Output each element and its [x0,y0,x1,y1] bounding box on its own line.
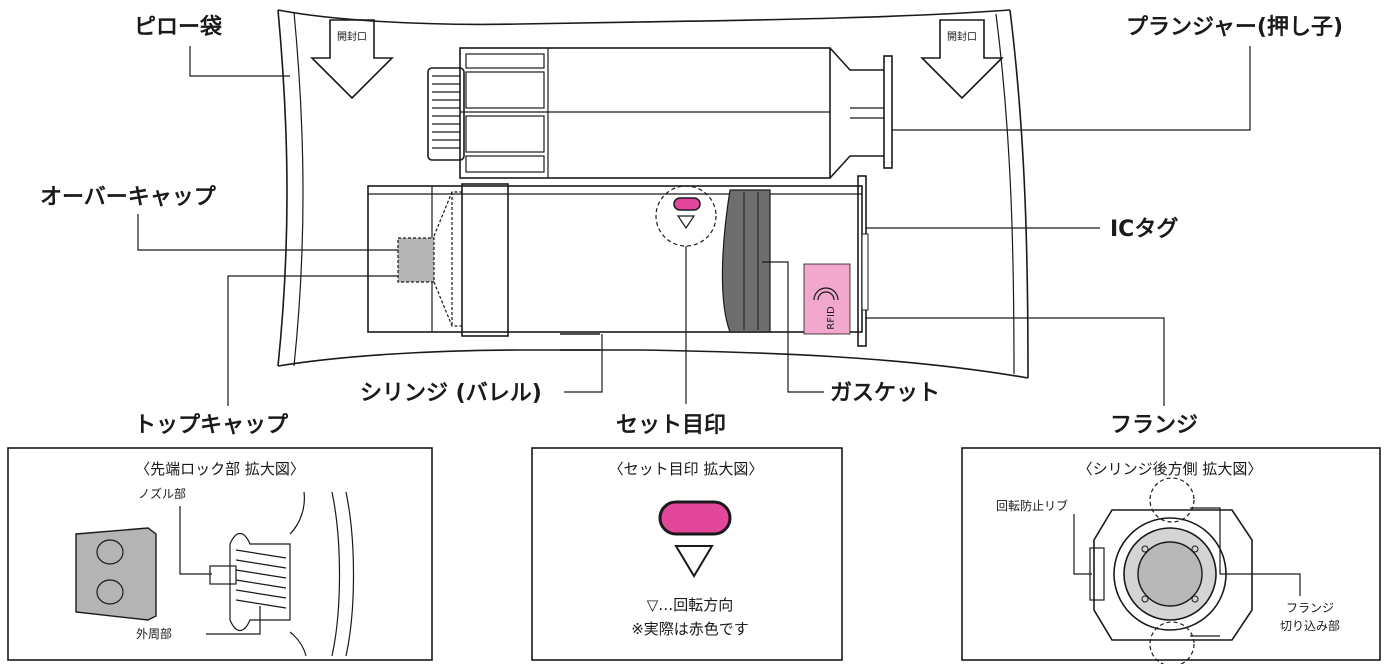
svg-text:※実際は赤色です: ※実際は赤色です [631,620,749,638]
svg-text:〈シリンジ後方側 拡大図〉: 〈シリンジ後方側 拡大図〉 [1078,460,1263,478]
label-gasket: ガスケット [830,381,940,406]
svg-text:外周部: 外周部 [136,626,172,641]
svg-text:フランジ: フランジ [1286,601,1334,615]
label-top-cap: トップキャップ [134,413,289,438]
set-mark [655,185,717,247]
panel-tip-lock: 〈先端ロック部 拡大図〉 ノズル部 外周部 [7,447,433,661]
label-ic-tag: ICタグ [1110,216,1178,242]
svg-text:ノズル部: ノズル部 [138,486,186,501]
label-over-cap: オーバーキャップ [40,185,217,210]
svg-text:RFID: RFID [826,306,837,330]
svg-text:開封口: 開封口 [947,30,977,43]
svg-text:回転防止リブ: 回転防止リブ [996,498,1068,513]
top-cap [397,183,509,337]
label-syringe-barrel: シリンジ (バレル) [360,381,542,406]
gasket [721,189,771,333]
label-flange: フランジ [1110,413,1198,438]
pillow-bag [277,9,1029,379]
svg-text:▽…回転方向: ▽…回転方向 [647,596,734,614]
panel-set-mark: 〈セット目印 拡大図〉 ▽…回転方向 ※実際は赤色です [531,447,843,661]
ic-tag: RFID [803,233,869,335]
svg-text:〈セット目印 拡大図〉: 〈セット目印 拡大図〉 [609,460,764,478]
svg-text:開封口: 開封口 [337,30,367,43]
plunger [427,47,893,179]
label-pillow-bag: ピロー袋 [134,14,223,40]
panel-rear-side: 〈シリンジ後方側 拡大図〉 回転防止リブ フランジ 切り込み部 [961,447,1381,664]
svg-text:切り込み部: 切り込み部 [1280,618,1340,633]
leader-lines [137,46,1251,406]
over-cap-tip [397,237,435,283]
label-set-mark: セット目印 [616,413,726,438]
label-plunger: プランジャー(押し子) [1126,14,1343,40]
open-arrow-left: 開封口 [310,19,394,100]
syringe-barrel [367,175,867,351]
open-arrow-right: 開封口 [920,19,1004,100]
svg-text:〈先端ロック部 拡大図〉: 〈先端ロック部 拡大図〉 [135,460,305,478]
